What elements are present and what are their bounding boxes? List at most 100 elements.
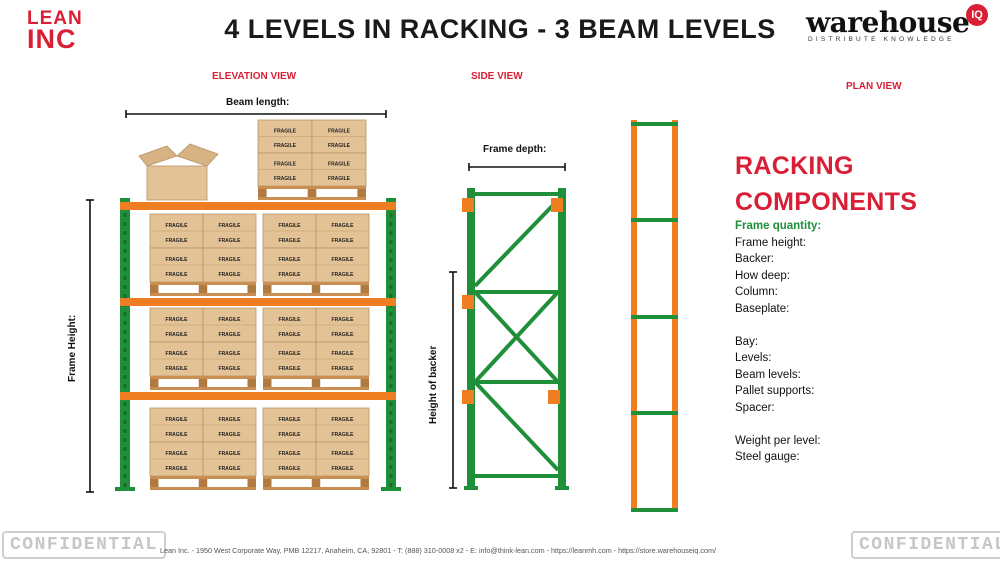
upright-slot (389, 240, 393, 244)
beam-level-1 (120, 202, 396, 210)
pallet-base (150, 293, 256, 296)
left-upright (120, 198, 130, 490)
upright-slot (389, 375, 393, 379)
fragile-label: FRAGILE (332, 317, 355, 323)
fragile-label: FRAGILE (219, 366, 242, 372)
plan-frame-5 (631, 508, 678, 512)
how-deep-item: How deep: (735, 269, 790, 282)
upright-slot (389, 429, 393, 433)
side-baseplate (464, 486, 478, 490)
beam-end-bracket (551, 198, 563, 212)
fragile-label: FRAGILE (332, 451, 355, 457)
fragile-label: FRAGILE (328, 162, 351, 168)
fragile-label: FRAGILE (332, 238, 355, 244)
upright-slot (389, 456, 393, 460)
upright-slot (389, 258, 393, 262)
upright-slot (389, 213, 393, 217)
elevation-view-label: ELEVATION VIEW (212, 71, 297, 82)
frame-height-item: Frame height: (735, 236, 806, 249)
fragile-label: FRAGILE (219, 466, 242, 472)
baseplate (115, 487, 135, 491)
fragile-label: FRAGILE (328, 129, 351, 135)
plan-frame-1 (631, 122, 678, 126)
plan-view (631, 120, 678, 512)
fragile-label: FRAGILE (166, 432, 189, 438)
fragile-label: FRAGILE (219, 451, 242, 457)
pallet-deck (263, 476, 369, 479)
beam-levels-item: Beam levels: (735, 368, 801, 381)
fragile-label: FRAGILE (219, 351, 242, 357)
open-box-flap-left (138, 145, 178, 167)
upright-slot (389, 465, 393, 469)
fragile-label: FRAGILE (279, 351, 302, 357)
upright-slot (389, 285, 393, 289)
right-upright (386, 198, 396, 490)
fragile-label: FRAGILE (279, 257, 302, 263)
upright-slot (389, 474, 393, 478)
pallet-deck (150, 282, 256, 285)
upright-slot (123, 420, 127, 424)
elevation-view: FRAGILE FRAGILE FRAGILE FRAGILE FRAGILE FRAGI… (115, 119, 401, 491)
pallet-block (150, 285, 159, 293)
pallet-block (360, 379, 369, 387)
pallet-base (150, 387, 256, 390)
pallet-block (258, 189, 267, 197)
pallet-block (360, 285, 369, 293)
fragile-label: FRAGILE (279, 432, 302, 438)
fragile-label: FRAGILE (166, 466, 189, 472)
upright-slot (389, 384, 393, 388)
footer-contact: Lean Inc. - 1950 West Corporate Way, PMB… (160, 546, 716, 555)
fragile-label: FRAGILE (166, 272, 189, 278)
pallet-deck (263, 376, 369, 379)
upright-slot (389, 411, 393, 415)
pallet-block (198, 285, 208, 293)
fragile-label: FRAGILE (328, 143, 351, 149)
levels-item: Levels: (735, 352, 772, 364)
plan-frame-2 (631, 218, 678, 222)
upright-slot (123, 321, 127, 325)
pallet-block (360, 479, 369, 487)
frame-depth-label: Frame depth: (483, 144, 547, 155)
upright-slot (389, 447, 393, 451)
fragile-label: FRAGILE (328, 176, 351, 182)
upright-slot (389, 312, 393, 316)
fragile-label: FRAGILE (279, 272, 302, 278)
fragile-label: FRAGILE (332, 257, 355, 263)
pallet-block (311, 479, 321, 487)
confidential-stamp-right: CONFIDENTIAL (851, 531, 1000, 559)
pallet-block (311, 379, 321, 387)
upright-slot (389, 330, 393, 334)
beam-level-2 (120, 298, 396, 306)
fragile-label: FRAGILE (279, 332, 302, 338)
fragile-label: FRAGILE (279, 317, 302, 323)
confidential-stamp-left: CONFIDENTIAL (2, 531, 166, 559)
upright-slot (389, 438, 393, 442)
upright-slot (123, 276, 127, 280)
upright-slot (123, 312, 127, 316)
pallet-block (150, 379, 159, 387)
fragile-label: FRAGILE (279, 366, 302, 372)
upright-slot (123, 438, 127, 442)
plan-frame-4 (631, 411, 678, 415)
pallet-block (198, 479, 208, 487)
upright-slot (123, 384, 127, 388)
upright-slot (123, 213, 127, 217)
logo-badge: IQ (966, 4, 988, 26)
upright-slot (389, 294, 393, 298)
upright-slot (123, 339, 127, 343)
upright-slot (123, 447, 127, 451)
pallet-block (263, 479, 272, 487)
upright-slot (389, 339, 393, 343)
upright-slot (123, 429, 127, 433)
upright-slot (123, 483, 127, 487)
components-title-line1: RACKING (735, 152, 854, 180)
fragile-label: FRAGILE (166, 417, 189, 423)
logo-word: warehouse (806, 6, 970, 39)
upright-slot (123, 402, 127, 406)
weight-per-level-item: Weight per level: (735, 434, 821, 447)
fragile-label: FRAGILE (219, 238, 242, 244)
fragile-label: FRAGILE (279, 417, 302, 423)
page-title: 4 LEVELS IN RACKING - 3 BEAM LEVELS (224, 14, 776, 44)
diagonal-brace-3 (473, 290, 560, 384)
